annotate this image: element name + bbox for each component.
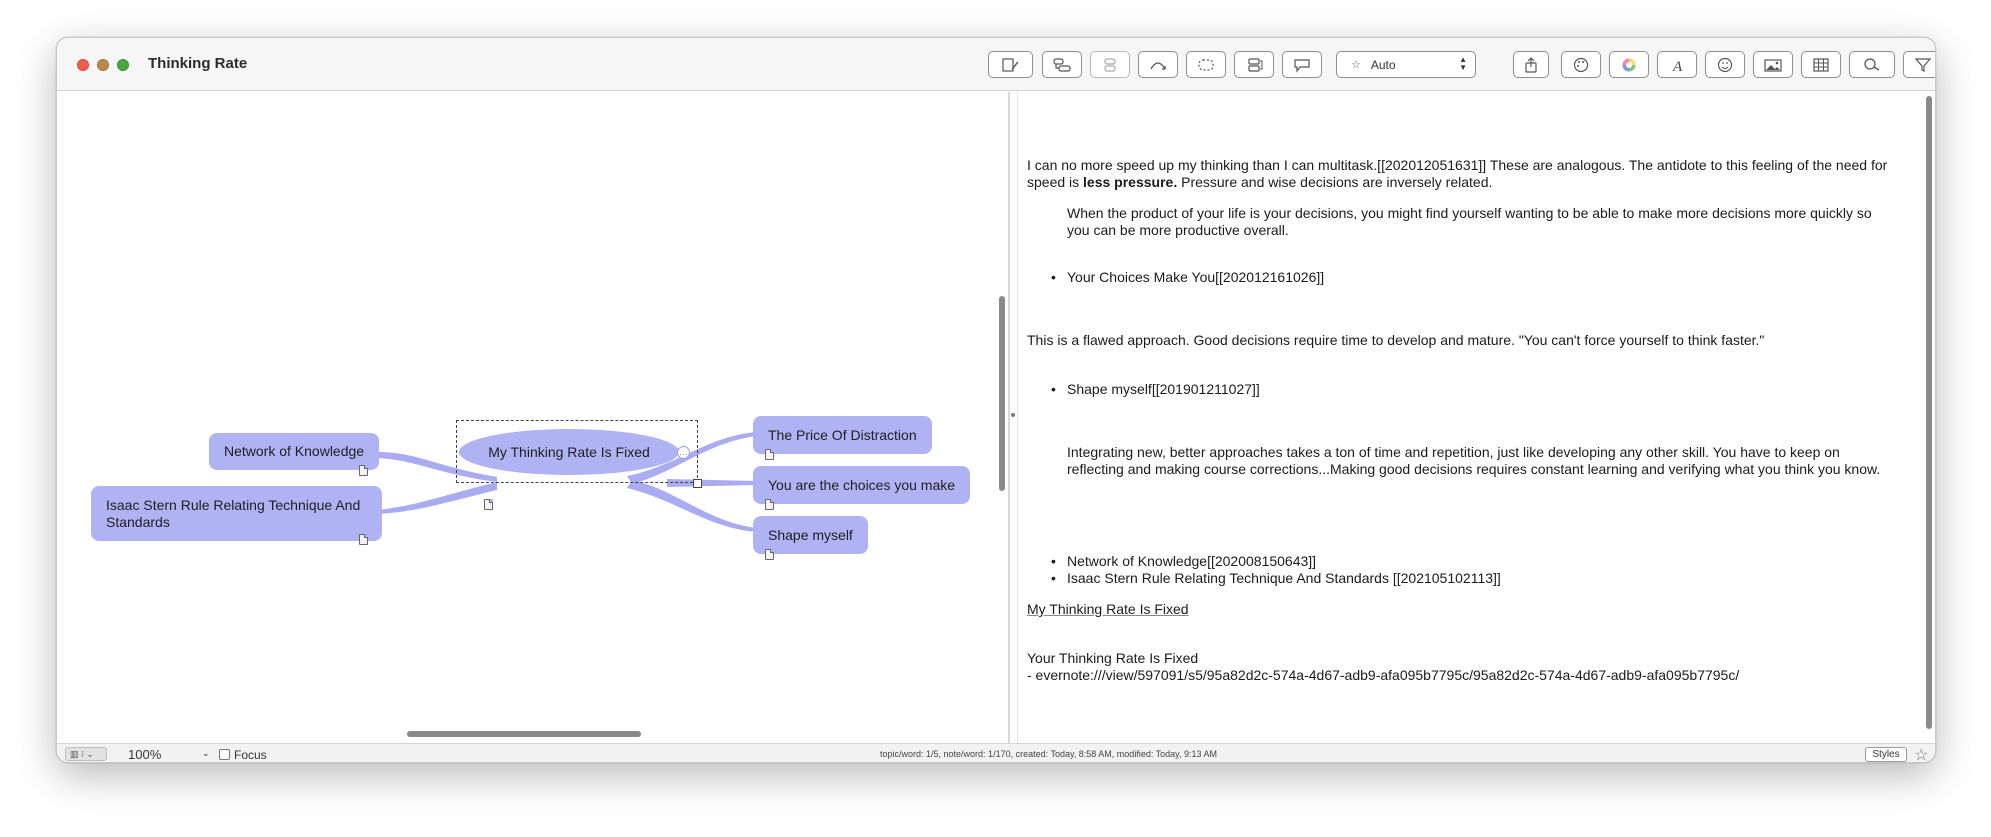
star-icon: ☆ — [1351, 59, 1361, 71]
topic-label: Isaac Stern Rule Relating Technique And … — [106, 496, 361, 530]
notes-vertical-scrollbar[interactable] — [1926, 96, 1932, 729]
note-icon[interactable] — [359, 534, 368, 545]
notes-pane[interactable]: I can no more speed up my thinking than … — [1027, 92, 1929, 728]
notes-pane-border — [1017, 92, 1018, 743]
boundary-button[interactable] — [1186, 51, 1226, 78]
topic-label: Shape myself — [768, 526, 853, 543]
note-footer-title: Your Thinking Rate Is Fixed — [1027, 650, 1199, 666]
table-button[interactable] — [1801, 51, 1841, 78]
palette-icon — [1573, 57, 1589, 72]
close-window-button[interactable] — [77, 59, 89, 71]
link-price — [627, 432, 757, 484]
note-pencil-icon — [1001, 57, 1019, 72]
note-bullet-1: Your Choices Make You[[202012161026]] — [1051, 269, 1324, 286]
topic-price-of-distraction[interactable]: The Price Of Distraction — [753, 416, 932, 454]
focus-checkbox[interactable] — [219, 749, 230, 760]
emoji-icon — [1717, 57, 1733, 72]
zoom-window-button[interactable] — [117, 59, 129, 71]
share-button[interactable] — [1513, 51, 1549, 78]
window-title: Thinking Rate — [148, 55, 248, 72]
link-choices — [667, 479, 757, 487]
table-icon — [1813, 57, 1829, 72]
note-paragraph-1: I can no more speed up my thinking than … — [1027, 157, 1888, 190]
color-wheel-icon — [1622, 58, 1636, 71]
relationship-arrow-icon — [1150, 61, 1166, 70]
canvas-vertical-scrollbar[interactable] — [999, 296, 1005, 491]
app-window: Thinking Rate ☆ Auto ▲▼ — [56, 37, 1936, 763]
star-icon[interactable]: ☆ — [1914, 747, 1929, 763]
colors-button[interactable] — [1609, 51, 1649, 78]
styles-button[interactable]: Styles — [1865, 747, 1907, 762]
pane-divider[interactable] — [1008, 92, 1010, 743]
link-network — [377, 452, 497, 482]
evernote-link[interactable]: - evernote:///view/597091/s5/95a82d2c-57… — [1027, 667, 1740, 683]
chevron-down-icon[interactable]: ⌄ — [202, 748, 210, 758]
style-select[interactable]: ☆ Auto ▲▼ — [1336, 51, 1476, 78]
filter-button[interactable] — [1903, 51, 1935, 78]
mindmap-canvas[interactable]: Network of Knowledge Isaac Stern Rule Re… — [57, 92, 996, 728]
palette-button[interactable] — [1561, 51, 1601, 78]
view-mode-button[interactable]: ▥ ⁝ ⌄ — [65, 747, 107, 761]
note-icon[interactable] — [484, 499, 493, 510]
topic-label: You are the choices you make — [768, 476, 956, 493]
note-icon[interactable] — [359, 465, 368, 476]
document-info: topic/word: 1/5, note/word: 1/170, creat… — [880, 749, 1218, 759]
note-paragraph-2: This is a flawed approach. Good decision… — [1027, 332, 1765, 348]
stepper-icon: ▲▼ — [1459, 55, 1467, 72]
add-topic-button[interactable] — [1042, 51, 1082, 78]
note-bullet-4: Isaac Stern Rule Relating Technique And … — [1051, 570, 1501, 587]
canvas-horizontal-scrollbar[interactable] — [407, 731, 641, 737]
note-quote-2: Integrating new, better approaches takes… — [1067, 444, 1881, 477]
topic-label: Network of Knowledge — [224, 443, 365, 459]
divider-handle-icon[interactable] — [1011, 413, 1015, 417]
boundary-icon — [1198, 58, 1214, 71]
fonts-button[interactable]: A — [1657, 51, 1697, 78]
focus-label: Focus — [234, 748, 267, 762]
callout-icon — [1294, 58, 1310, 73]
align-button[interactable] — [1234, 51, 1274, 78]
search-icon — [1864, 57, 1880, 71]
selection-box — [456, 420, 698, 483]
image-button[interactable] — [1753, 51, 1793, 78]
note-icon[interactable] — [765, 449, 774, 460]
central-topic[interactable]: My Thinking Rate Is Fixed — [459, 429, 679, 475]
note-quote-1: When the product of your life is your de… — [1067, 205, 1872, 238]
mindmap-links — [377, 432, 757, 532]
topic-choices-you-make[interactable]: You are the choices you make — [753, 466, 971, 504]
central-topic-label: My Thinking Rate Is Fixed — [488, 444, 650, 460]
font-icon: A — [1672, 59, 1683, 73]
topic-label: The Price Of Distraction — [768, 426, 917, 443]
topic-isaac-stern-rule[interactable]: Isaac Stern Rule Relating Technique And … — [91, 486, 382, 541]
note-icon[interactable] — [765, 549, 774, 560]
topic-link[interactable]: My Thinking Rate Is Fixed — [1027, 601, 1189, 617]
link-shape — [627, 480, 757, 532]
note-bullet-3: Network of Knowledge[[202008150643]] — [1051, 553, 1316, 570]
resize-handle[interactable] — [693, 479, 702, 488]
callout-button[interactable] — [1282, 51, 1322, 78]
emoji-button[interactable] — [1705, 51, 1745, 78]
filter-icon — [1914, 57, 1932, 72]
subtopic-icon — [1104, 57, 1116, 72]
titlebar: Thinking Rate ☆ Auto ▲▼ — [57, 38, 1935, 91]
note-icon[interactable] — [765, 499, 774, 510]
minimize-window-button[interactable] — [97, 59, 109, 71]
note-bullet-2: Shape myself[[201901211027]] — [1051, 381, 1260, 398]
topic-network-of-knowledge[interactable]: Network of Knowledge — [209, 433, 380, 470]
link-isaac — [377, 482, 497, 514]
topic-icon — [1053, 57, 1071, 72]
collapse-toggle-icon[interactable]: … — [677, 446, 690, 459]
relationship-button[interactable] — [1138, 51, 1178, 78]
zoom-level[interactable]: 100% — [128, 747, 162, 762]
svg-text:A: A — [1672, 59, 1683, 73]
search-button[interactable] — [1849, 51, 1895, 78]
new-note-button[interactable] — [988, 51, 1033, 78]
topic-shape-myself[interactable]: Shape myself — [753, 516, 868, 554]
share-icon — [1525, 56, 1537, 73]
status-bar: ▥ ⁝ ⌄ 100% ⌄ Focus topic/word: 1/5, note… — [57, 743, 1935, 763]
add-subtopic-button[interactable] — [1090, 51, 1130, 78]
style-select-value: Auto — [1370, 57, 1396, 72]
image-icon — [1764, 58, 1782, 72]
align-icon — [1248, 57, 1263, 72]
